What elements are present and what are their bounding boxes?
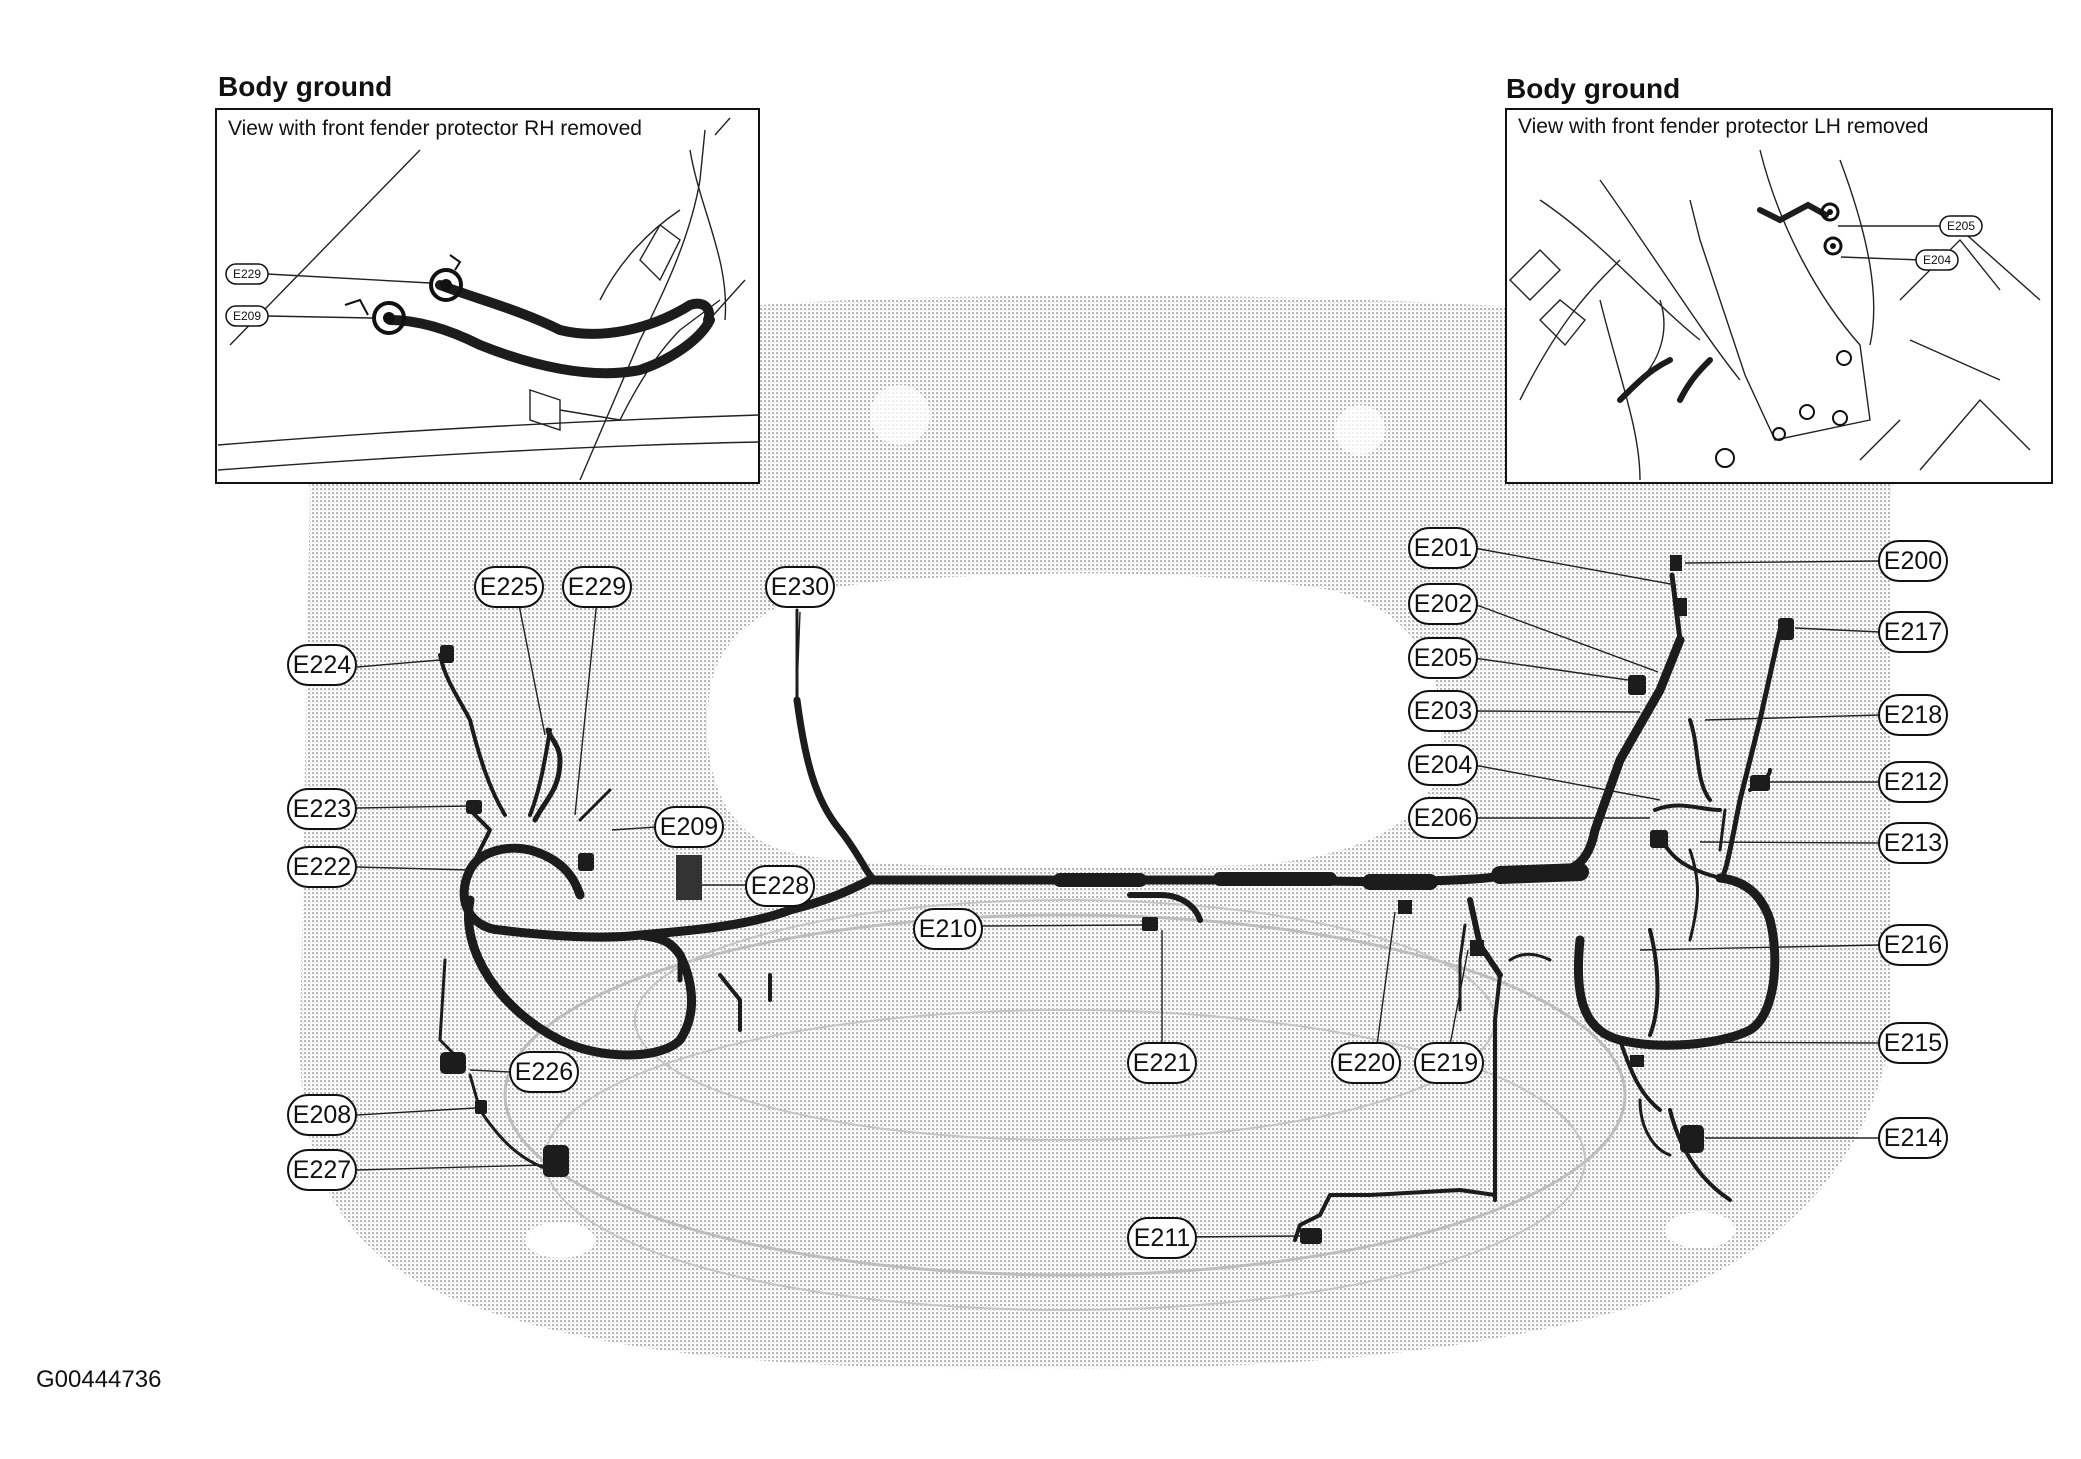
- svg-text:E202: E202: [1414, 590, 1472, 618]
- inset-lh-callout-e205: E205: [1939, 215, 1983, 237]
- callout-e202: E202: [1408, 583, 1478, 625]
- inset-rh-title: Body ground: [218, 71, 392, 102]
- callout-e203: E203: [1408, 690, 1478, 732]
- svg-text:E216: E216: [1884, 931, 1942, 959]
- callout-e222: E222: [287, 846, 357, 888]
- callout-e224: E224: [287, 644, 357, 686]
- svg-text:E205: E205: [1947, 219, 1975, 233]
- svg-text:E223: E223: [293, 795, 351, 823]
- svg-text:E206: E206: [1414, 804, 1472, 832]
- inset-body-ground-lh: Body ground View with front fender prote…: [1505, 73, 2053, 484]
- svg-text:E211: E211: [1134, 1224, 1191, 1252]
- callout-e214: E214: [1878, 1117, 1948, 1159]
- svg-text:E204: E204: [1923, 253, 1951, 267]
- callout-e210: E210: [913, 908, 983, 950]
- svg-text:E229: E229: [568, 573, 626, 601]
- callout-e200: E200: [1878, 540, 1948, 582]
- svg-text:E209: E209: [660, 813, 718, 841]
- svg-text:E226: E226: [515, 1058, 573, 1086]
- inset-lh-title: Body ground: [1506, 73, 1680, 104]
- callout-e226: E226: [509, 1051, 579, 1093]
- svg-text:E218: E218: [1884, 701, 1942, 729]
- svg-text:E201: E201: [1414, 534, 1472, 562]
- callout-e216: E216: [1878, 924, 1948, 966]
- svg-text:E229: E229: [233, 267, 261, 281]
- svg-text:E224: E224: [293, 651, 351, 679]
- svg-text:E200: E200: [1884, 547, 1942, 575]
- connector-callouts: E224 E225 E229 E230 E223 E222 E209 E228 …: [287, 527, 1948, 1259]
- inset-rh-callout-e209: E209: [225, 305, 269, 327]
- callout-e212: E212: [1878, 761, 1948, 803]
- svg-text:E227: E227: [293, 1156, 351, 1184]
- callout-e230: E230: [765, 566, 835, 608]
- svg-text:E220: E220: [1337, 1049, 1395, 1077]
- callout-e208: E208: [287, 1094, 357, 1136]
- figure-id: G00444736: [36, 1366, 161, 1393]
- callout-e221: E221: [1127, 1042, 1197, 1084]
- inset-lh-caption: View with front fender protector LH remo…: [1518, 115, 1928, 138]
- callout-e205: E205: [1408, 637, 1478, 679]
- callout-e217: E217: [1878, 611, 1948, 653]
- inset-rh-callout-e229: E229: [225, 263, 269, 285]
- svg-text:E213: E213: [1884, 829, 1942, 857]
- svg-text:E217: E217: [1884, 618, 1942, 646]
- svg-text:E228: E228: [751, 872, 809, 900]
- callout-e213: E213: [1878, 822, 1948, 864]
- svg-text:E210: E210: [919, 915, 977, 943]
- svg-text:E212: E212: [1884, 768, 1942, 796]
- svg-text:E215: E215: [1884, 1029, 1942, 1057]
- svg-text:E219: E219: [1420, 1049, 1478, 1077]
- callout-e218: E218: [1878, 694, 1948, 736]
- callout-e225: E225: [474, 566, 544, 608]
- callout-e228: E228: [745, 865, 815, 907]
- svg-text:E203: E203: [1414, 697, 1472, 725]
- svg-text:E205: E205: [1414, 644, 1472, 672]
- svg-text:E225: E225: [480, 573, 538, 601]
- callout-e219: E219: [1414, 1042, 1484, 1084]
- svg-text:E209: E209: [233, 309, 261, 323]
- svg-text:E221: E221: [1133, 1049, 1191, 1077]
- svg-text:E208: E208: [293, 1101, 351, 1129]
- inset-rh-caption: View with front fender protector RH remo…: [228, 117, 642, 140]
- svg-text:E222: E222: [293, 853, 351, 881]
- inset-lh-callout-e204: E204: [1915, 249, 1959, 271]
- callout-e204: E204: [1408, 744, 1478, 786]
- callout-e220: E220: [1331, 1042, 1401, 1084]
- svg-text:E230: E230: [771, 573, 829, 601]
- callout-e209: E209: [654, 806, 724, 848]
- callout-e227: E227: [287, 1149, 357, 1191]
- svg-text:E204: E204: [1414, 751, 1472, 779]
- leader-lines: [356, 547, 1881, 1238]
- callout-e206: E206: [1408, 797, 1478, 839]
- svg-text:E214: E214: [1884, 1124, 1942, 1152]
- callout-e211: E211: [1127, 1217, 1197, 1259]
- inset-body-ground-rh: Body ground View with front fender prote…: [215, 71, 760, 484]
- callout-e215: E215: [1878, 1022, 1948, 1064]
- callout-e223: E223: [287, 788, 357, 830]
- callout-e229: E229: [562, 566, 632, 608]
- callout-e201: E201: [1408, 527, 1478, 569]
